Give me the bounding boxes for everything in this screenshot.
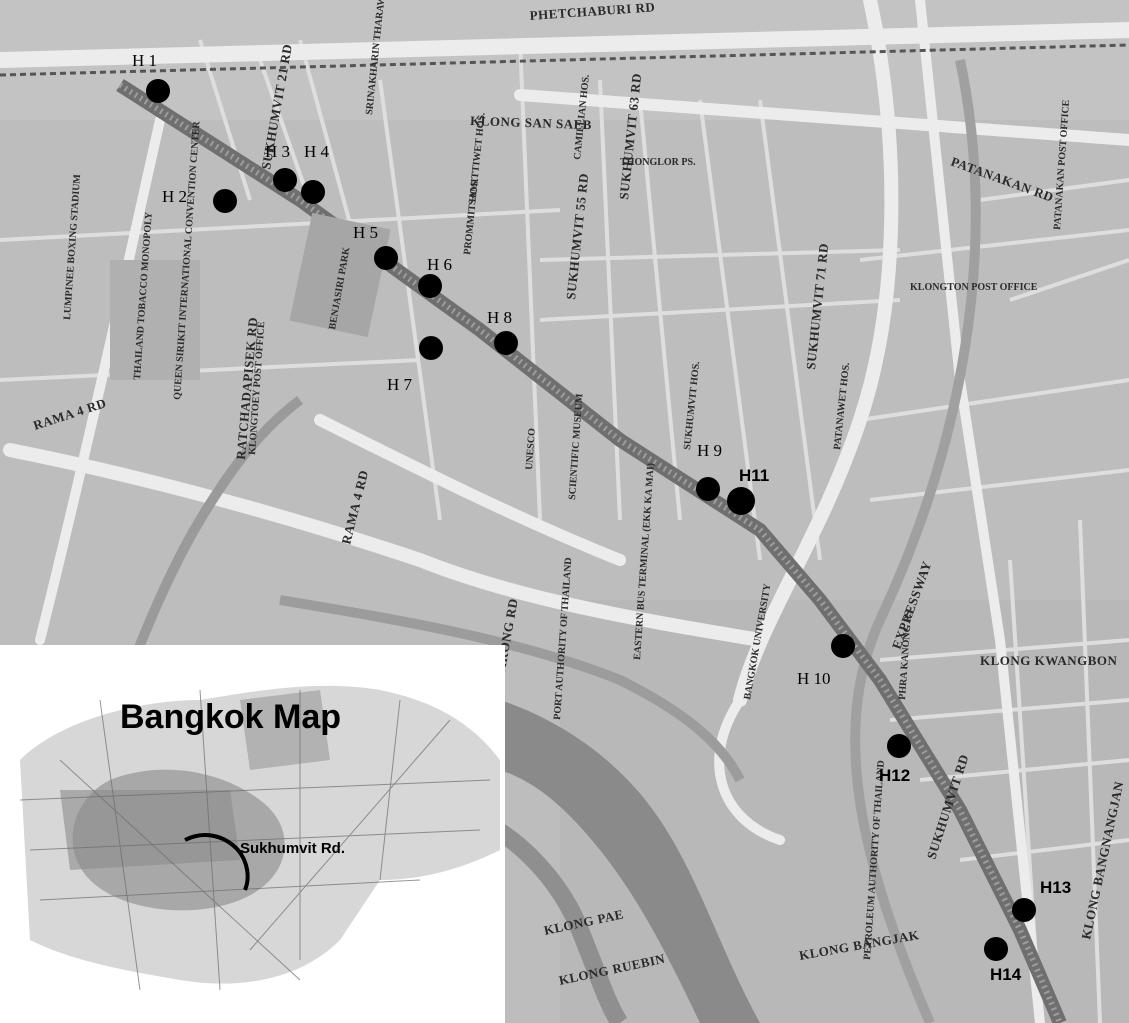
label-thonglor: THONGLOR PS. bbox=[620, 157, 696, 168]
hotel-label-h2: H 2 bbox=[162, 187, 187, 206]
hotel-marker-h2 bbox=[213, 189, 237, 213]
label-unesco: UNESCO bbox=[524, 428, 538, 471]
hotel-label-h13: H13 bbox=[1040, 878, 1071, 897]
hotel-marker-h6 bbox=[418, 274, 442, 298]
hotel-label-h3: H 3 bbox=[265, 142, 290, 161]
hotel-label-h14: H14 bbox=[990, 965, 1022, 984]
inset-road-label: Sukhumvit Rd. bbox=[240, 840, 345, 857]
minor-roads bbox=[0, 39, 1129, 1023]
hotel-marker-h9 bbox=[696, 477, 720, 501]
hotel-marker-h5 bbox=[374, 246, 398, 270]
label-klong-saen-saeb: KLONG SAN SAEB bbox=[470, 113, 592, 132]
label-klong-kwangbon: KLONG KWANGBON bbox=[980, 653, 1117, 668]
inset-title: Bangkok Map bbox=[120, 698, 341, 736]
inset-map: Bangkok Map Sukhumvit Rd. bbox=[0, 645, 505, 1023]
hotel-marker-h13 bbox=[1012, 898, 1036, 922]
hotel-label-h6: H 6 bbox=[427, 255, 452, 274]
hotel-label-h1: H 1 bbox=[132, 51, 157, 70]
hotel-markers: H 1 H 2 H 3 H 4 H 5 H 6 H 7 H 8 H 9 H 10 H11H12H13… bbox=[132, 51, 1071, 984]
hotel-label-h11: H11 bbox=[739, 466, 769, 485]
hotel-marker-h8 bbox=[494, 331, 518, 355]
hotel-label-h4: H 4 bbox=[304, 142, 330, 161]
hotel-label-h9: H 9 bbox=[697, 441, 722, 460]
hotel-marker-h4 bbox=[301, 180, 325, 204]
hotel-label-h12: H12 bbox=[879, 766, 910, 785]
hotel-marker-h3 bbox=[273, 168, 297, 192]
hotel-marker-h11 bbox=[727, 487, 755, 515]
expressway-east bbox=[850, 58, 981, 1023]
hotel-label-h10: H 10 bbox=[797, 669, 831, 688]
hotel-marker-h10 bbox=[831, 634, 855, 658]
hotel-label-h5: H 5 bbox=[353, 223, 378, 242]
hotel-marker-h7 bbox=[419, 336, 443, 360]
railway bbox=[0, 43, 1129, 77]
hotel-marker-h1 bbox=[146, 79, 170, 103]
hotel-label-h7: H 7 bbox=[387, 375, 413, 394]
label-klongton-po: KLONGTON POST OFFICE bbox=[910, 282, 1038, 293]
hotel-label-h8: H 8 bbox=[487, 308, 512, 327]
river bbox=[500, 700, 760, 1023]
inset-sukhumvit-road bbox=[184, 833, 250, 891]
hotel-marker-h12 bbox=[887, 734, 911, 758]
hotel-marker-h14 bbox=[984, 937, 1008, 961]
benjasiri-park bbox=[289, 212, 391, 338]
